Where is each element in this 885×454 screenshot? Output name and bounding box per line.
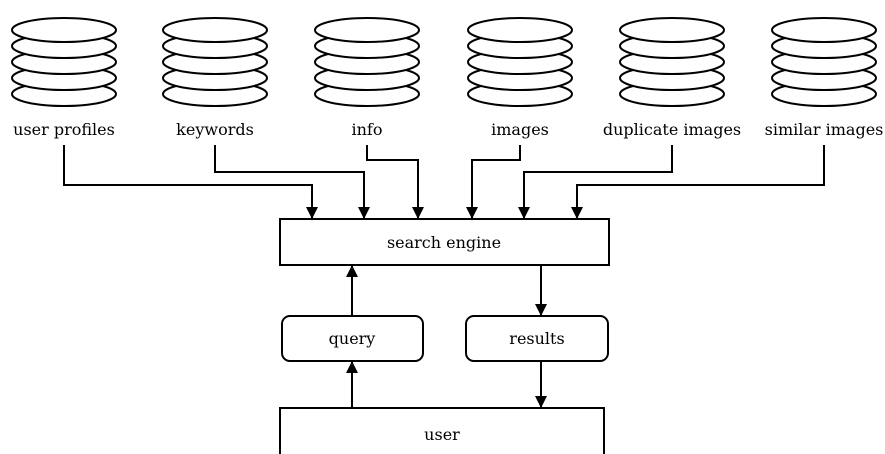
user-node: user (279, 407, 605, 454)
connector-user-profiles (63, 145, 318, 219)
database-label: duplicate images (603, 120, 741, 139)
query-label: query (329, 329, 376, 348)
database-similar-images: similar images (765, 17, 884, 139)
database-icon (467, 17, 573, 107)
database-label: user profiles (13, 120, 115, 139)
user-label: user (424, 425, 460, 444)
connector-keywords (214, 145, 370, 219)
connector-images (466, 145, 521, 219)
database-label: similar images (765, 120, 884, 139)
database-user-profiles: user profiles (11, 17, 117, 139)
results-label: results (509, 329, 564, 348)
search-engine-node: search engine (279, 218, 610, 266)
database-label: images (491, 120, 549, 139)
database-icon (314, 17, 420, 107)
flow-arrows (346, 265, 547, 408)
database-icon (11, 17, 117, 107)
database-keywords: keywords (162, 17, 268, 139)
results-node: results (465, 315, 609, 362)
database-images: images (467, 17, 573, 139)
database-icon (619, 17, 725, 107)
connector-similar-images (571, 145, 825, 219)
database-info: info (314, 17, 420, 139)
database-label: info (352, 120, 383, 139)
database-duplicate-images: duplicate images (603, 17, 741, 139)
query-node: query (281, 315, 424, 362)
search-engine-label: search engine (387, 233, 501, 252)
database-icon (771, 17, 877, 107)
database-label: keywords (176, 120, 254, 139)
connector-info (366, 145, 424, 219)
connectors (63, 145, 825, 219)
connector-duplicate-images (518, 145, 673, 219)
database-icon (162, 17, 268, 107)
